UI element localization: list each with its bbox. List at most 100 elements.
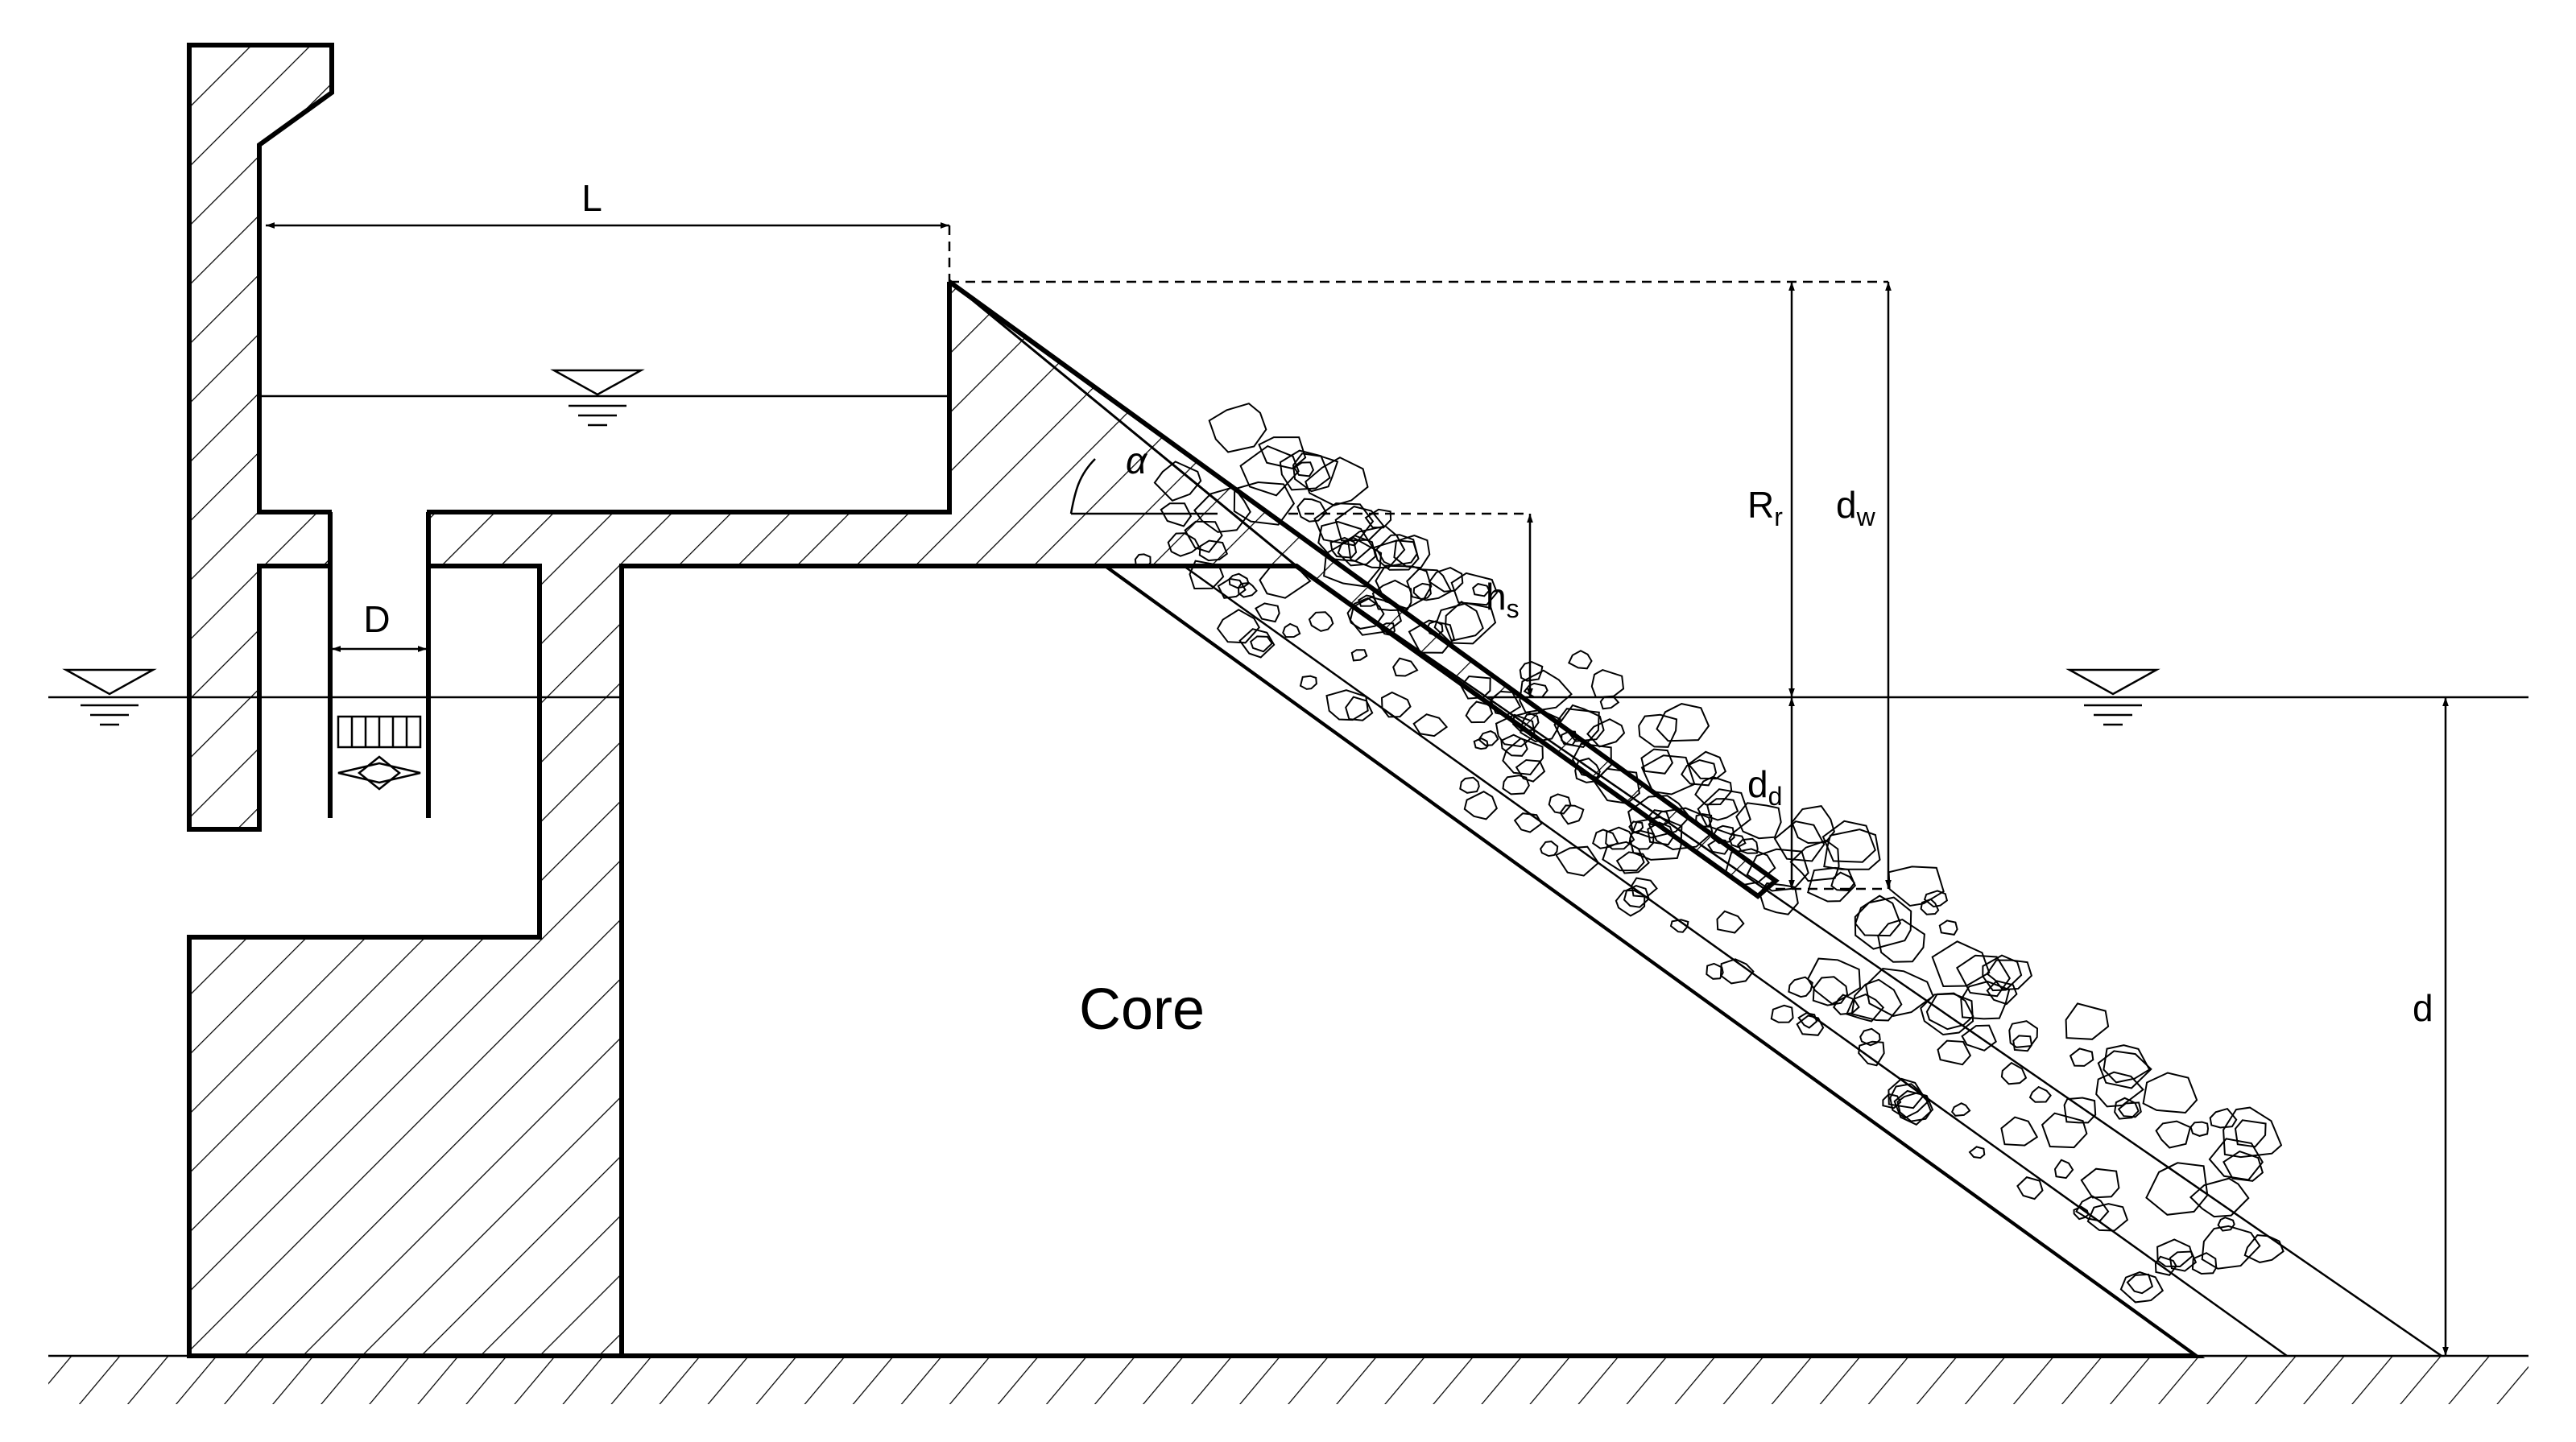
rock-stone xyxy=(2097,1050,2152,1089)
rock-stone xyxy=(2142,1072,2198,1114)
rock-stone xyxy=(1986,980,2018,1006)
rock-stone xyxy=(1854,895,1902,937)
rock-stone xyxy=(1623,885,1650,908)
rock-stone xyxy=(1640,748,1674,775)
rock-stone xyxy=(1955,954,2011,998)
rock-stone xyxy=(1450,572,1499,606)
label-D: D xyxy=(363,598,390,640)
rock-stone xyxy=(1770,1004,1794,1023)
rock-stone xyxy=(1882,1093,1902,1109)
rock-stone xyxy=(2189,1177,2250,1218)
rock-stone xyxy=(1523,682,1548,698)
rock-stone xyxy=(1605,826,1635,850)
rock-stone xyxy=(1823,828,1881,870)
label-Rr: Rr xyxy=(1747,484,1783,531)
rock-stone xyxy=(1937,1039,1972,1066)
rock-stone xyxy=(1850,978,1903,1022)
rock-stone xyxy=(1208,403,1267,453)
rock-stone xyxy=(2145,1162,2209,1216)
rock-stone xyxy=(2103,1044,2151,1084)
rock-stone xyxy=(2041,1112,2088,1149)
rock-stone xyxy=(1592,828,1619,849)
rock-stone xyxy=(2008,1020,2039,1048)
rock-stone xyxy=(1695,812,1713,828)
label-hs: hs xyxy=(1486,576,1520,623)
rock-stone xyxy=(2114,1097,2140,1120)
rock-stone xyxy=(1854,896,1912,950)
rock-stone xyxy=(1502,737,1544,776)
rock-stone xyxy=(1364,508,1392,529)
rock-stone xyxy=(2086,1203,2129,1232)
rock-stone xyxy=(1640,754,1696,795)
rock-stone xyxy=(2201,1225,2261,1270)
label-dw: dw xyxy=(1836,484,1876,531)
filter-layer-line xyxy=(1183,564,2288,1357)
rock-stone xyxy=(1334,506,1385,542)
rock-stone xyxy=(1216,609,1260,644)
rock-stone xyxy=(2095,1071,2144,1108)
rock-stone xyxy=(1735,802,1782,840)
rock-stone xyxy=(1539,841,1559,857)
rock-stone xyxy=(1329,536,1358,559)
armour-rocks xyxy=(1134,403,2284,1304)
rock-stone xyxy=(1602,841,1645,872)
water-level-icon-chamber xyxy=(550,369,645,427)
oscillating-chamber xyxy=(259,222,949,512)
rock-stone xyxy=(1859,1027,1881,1047)
rock-stone xyxy=(2016,1175,2044,1200)
rock-stone xyxy=(1258,436,1307,469)
angle-alpha-arc xyxy=(1069,458,1218,515)
rock-stone xyxy=(2028,1085,2052,1103)
caisson-structure xyxy=(187,43,1780,1358)
rock-stone xyxy=(1656,703,1710,742)
rock-stone xyxy=(1393,535,1431,569)
seabed-ground xyxy=(48,1354,2528,1404)
rock-stone xyxy=(1968,1146,1986,1159)
rock-stone xyxy=(2069,1047,2094,1067)
rock-stone xyxy=(1305,457,1369,506)
chamber-outline-right xyxy=(427,282,952,514)
rock-stone xyxy=(1628,829,1655,850)
rock-stone xyxy=(1982,954,2023,992)
rock-stone xyxy=(2063,1097,2097,1124)
rock-stone xyxy=(1412,713,1449,738)
rock-stone xyxy=(2222,1150,2264,1182)
rock-stone xyxy=(1687,750,1727,780)
rock-stone xyxy=(1296,498,1328,523)
rock-stone xyxy=(1788,976,1813,998)
rock-stone xyxy=(1428,567,1464,593)
label-core: Core xyxy=(1079,977,1205,1042)
rock-stone xyxy=(1893,1089,1934,1126)
rock-stone xyxy=(1669,919,1689,933)
rock-stone xyxy=(1615,851,1650,874)
rock-stone xyxy=(1238,628,1276,659)
rock-stone xyxy=(1250,635,1273,653)
rock-stone xyxy=(1865,967,1934,1017)
label-L: L xyxy=(581,177,602,219)
rock-stone xyxy=(1728,833,1747,849)
rock-stone xyxy=(1681,758,1718,787)
rock-stone xyxy=(1478,730,1499,746)
rock-stone xyxy=(2156,1238,2194,1268)
rock-stone xyxy=(2191,1252,2218,1275)
rock-stone xyxy=(1412,582,1432,601)
front-plate xyxy=(949,280,1778,898)
rock-stone xyxy=(1590,669,1625,699)
water-level-icon-right xyxy=(2065,668,2160,726)
rock-stone xyxy=(1406,568,1453,601)
rock-stone xyxy=(1519,661,1544,682)
rock-stone xyxy=(1796,1014,1825,1036)
rock-stone xyxy=(1920,993,1974,1036)
rock-stone xyxy=(1445,601,1484,642)
rock-stone xyxy=(2000,1061,2028,1085)
rock-stone xyxy=(2154,1255,2177,1276)
rock-stone xyxy=(1463,791,1498,820)
rock-stone xyxy=(1325,689,1369,721)
rock-stone xyxy=(1433,602,1497,645)
rock-stone xyxy=(2117,1101,2142,1118)
rock-stone xyxy=(2012,1035,2033,1052)
rock-stone xyxy=(2053,1159,2074,1180)
rock-stone xyxy=(1308,611,1334,632)
rock-stone xyxy=(1255,602,1280,623)
